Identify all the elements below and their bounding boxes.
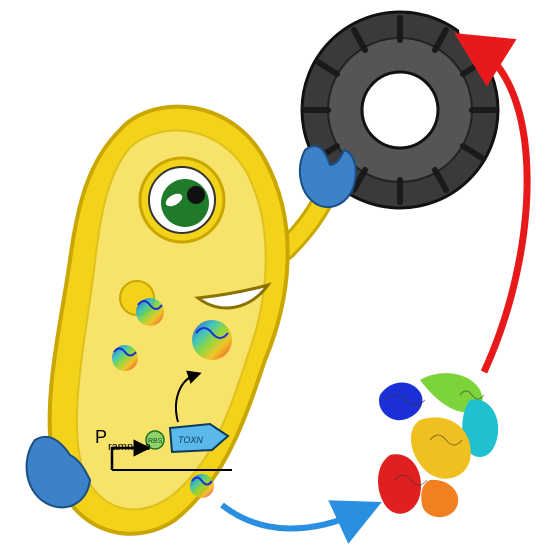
protein-structure-icon [360,365,530,517]
gene-label: TOXN [178,435,203,445]
blue-arrow-icon [222,505,360,528]
promoter-subscript: ramnose [108,441,151,453]
eye-icon [140,158,224,242]
promoter-letter: P [95,427,107,447]
protein-icon-small-4 [190,474,214,498]
protein-icon-small-3 [112,345,138,371]
protein-icon-small-2 [192,320,232,360]
protein-icon-small-1 [136,298,164,326]
bacterium-character: RBS TOXN P ramnose [27,107,356,534]
